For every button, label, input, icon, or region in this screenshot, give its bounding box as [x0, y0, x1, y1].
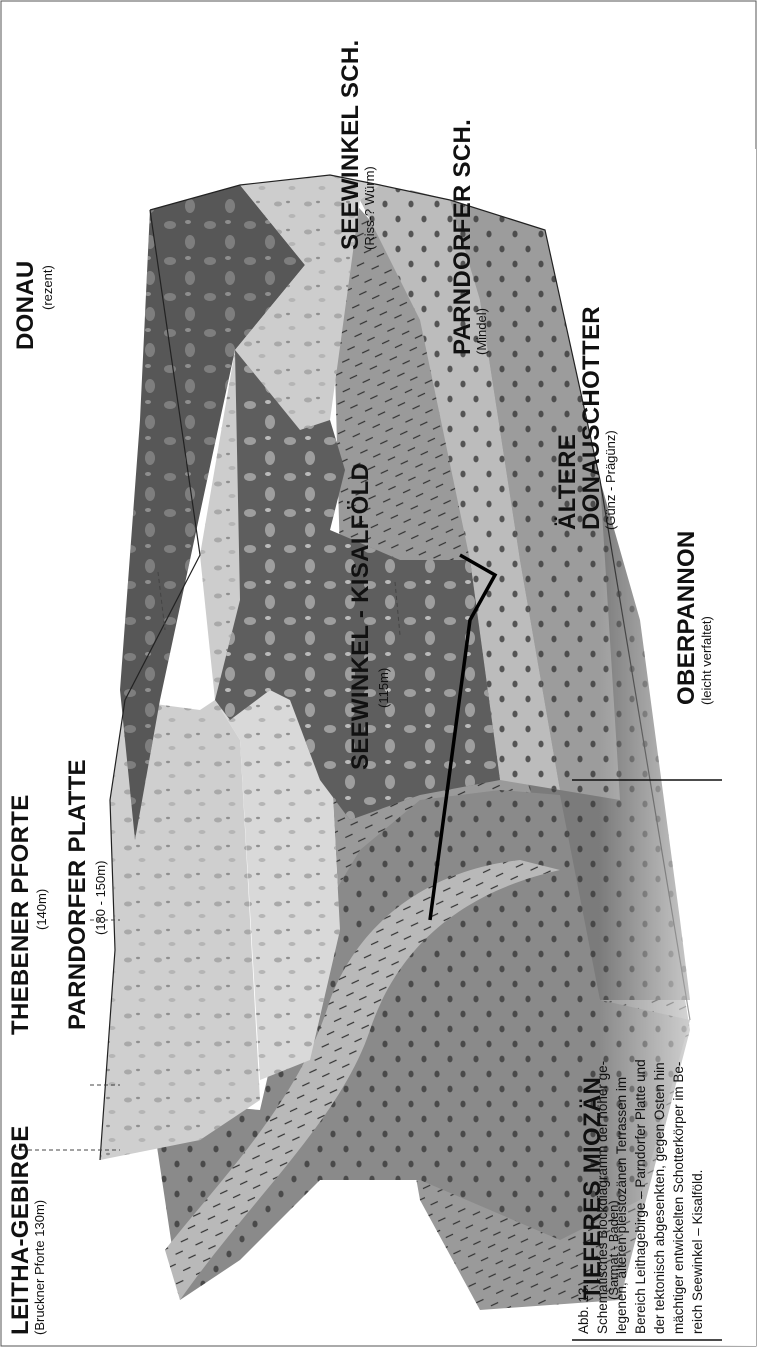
svg-text:SEEWINKEL - KISALFÖLD: SEEWINKEL - KISALFÖLD: [347, 463, 374, 770]
caption-line-5: der tektonisch abgesenkten, gegen Osten …: [652, 1062, 667, 1334]
label-donau-sub: (rezent): [40, 265, 55, 310]
label-leitha-gebirge: LEITHA-GEBIRGE (Bruckner Pforte 130m): [7, 1125, 47, 1335]
label-donau: DONAU: [12, 261, 39, 351]
svg-text:(115m): (115m): [376, 668, 391, 708]
svg-text:THEBENER PFORTE: THEBENER PFORTE: [7, 794, 34, 1035]
label-seewinkel-sch: SEEWINKEL SCH. (Riss-? Würm): [337, 40, 377, 250]
label-parndorfer-platte: PARNDORFER PLATTE (180 - 150m): [64, 759, 108, 1030]
svg-text:SEEWINKEL SCH.: SEEWINKEL SCH.: [337, 40, 364, 250]
svg-text:(140m): (140m): [34, 889, 49, 930]
caption-line-2: Schematisches Blockdiagramm der höher ge…: [595, 1061, 610, 1334]
caption-line-7: reich Seewinkel – Kisalföld.: [690, 1170, 705, 1334]
svg-text:(Mindel): (Mindel): [474, 308, 489, 355]
caption-line-4: Bereich Leithagebirge – Parndorfer Platt…: [633, 1059, 648, 1334]
label-thebener-pforte: THEBENER PFORTE (140m): [7, 794, 49, 1035]
svg-text:(Bruckner Pforte 130m): (Bruckner Pforte 130m): [32, 1200, 47, 1335]
svg-text:ÄLTERE: ÄLTERE: [554, 434, 581, 530]
caption-line-1: Abb. 13.: [576, 1284, 591, 1334]
svg-text:(Günz - Prägünz): (Günz - Prägünz): [603, 430, 618, 530]
svg-text:PARNDORFER SCH.: PARNDORFER SCH.: [449, 119, 476, 355]
svg-text:(leicht verfaltet): (leicht verfaltet): [699, 616, 714, 705]
svg-text:PARNDORFER PLATTE: PARNDORFER PLATTE: [64, 759, 91, 1030]
svg-text:DONAUSCHOTTER: DONAUSCHOTTER: [578, 306, 605, 530]
svg-text:(180 - 150m): (180 - 150m): [93, 861, 108, 935]
caption-line-3: legenen, älteren pleistozänen Terrassen …: [614, 1077, 629, 1334]
svg-text:LEITHA-GEBIRGE: LEITHA-GEBIRGE: [7, 1125, 34, 1335]
caption-line-6: mächtiger entwickelten Schotterkörper im…: [671, 1062, 686, 1334]
svg-text:(Riss-? Würm): (Riss-? Würm): [362, 166, 377, 250]
svg-text:DONAU: DONAU: [12, 261, 39, 351]
svg-text:OBERPANNON: OBERPANNON: [673, 530, 700, 705]
svg-text:(rezent): (rezent): [40, 265, 55, 310]
